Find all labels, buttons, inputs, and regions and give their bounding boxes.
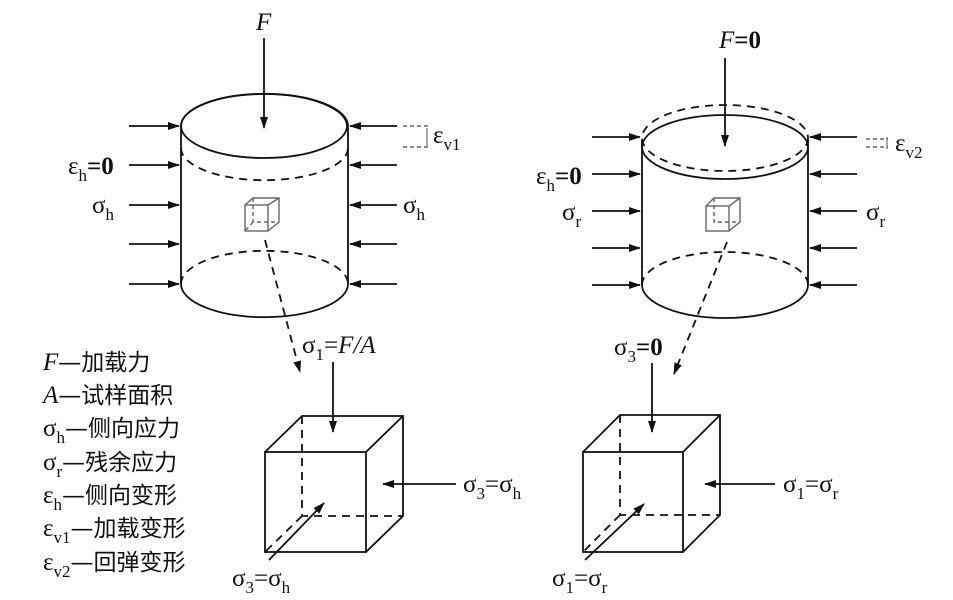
lateral-stress-right-label: σh — [403, 192, 425, 224]
unloading-stress-cube: σ3=0 σ1=σr σ1=σr — [552, 334, 839, 597]
sigma1-right-label: σ1=σr — [783, 471, 839, 503]
cylinder-bottom-front — [641, 284, 809, 319]
lateral-arrows-right — [349, 122, 397, 288]
zoom-pointer-arrow — [264, 239, 302, 373]
force-label: F — [255, 9, 272, 36]
loading-cylinder: F εh=0 σh σh εv1 — [68, 9, 461, 373]
lateral-strain-label: εh=0 — [68, 153, 114, 185]
residual-stress-right-label: σr — [866, 199, 885, 231]
cylinder-bottom-back-dashed — [180, 249, 349, 285]
lateral-arrows-right — [809, 133, 857, 289]
legend-item: σh—侧向应力 — [43, 415, 180, 447]
loading-stress-cube: σ1=F/A σ3=σh σ3=σh — [232, 332, 522, 597]
zoom-pointer-arrow — [673, 241, 728, 375]
sigma1-front-arrow — [584, 503, 645, 561]
sigma3-front-label: σ3=σh — [232, 565, 291, 597]
lateral-strain-label: εh=0 — [536, 163, 582, 195]
strain-indicator — [403, 125, 428, 148]
legend: F—加载力 A—试样面积 σh—侧向应力 σr—残余应力 εh—侧向变形 εv1… — [41, 349, 186, 581]
cylinder-compressed-top-dashed — [180, 147, 349, 182]
small-cube-icon — [705, 197, 741, 232]
small-cube-icon — [244, 197, 280, 232]
legend-item: εh—侧向变形 — [43, 482, 177, 514]
cylinder-bottom-front — [180, 283, 349, 319]
legend-item: A—试样面积 — [41, 382, 173, 409]
sigma3-right-label: σ3=σh — [463, 471, 522, 503]
lateral-arrows-left — [592, 133, 641, 289]
sigma3-label: σ3=0 — [614, 334, 663, 366]
sigma3-front-arrow — [268, 502, 325, 561]
sigma1-label: σ1=F/A — [302, 332, 376, 364]
sigma1-front-label: σ1=σr — [552, 565, 608, 597]
unloading-cylinder: F=0 εh=0 σr σr εv2 — [536, 27, 923, 375]
rebound-strain-label: εv2 — [895, 130, 923, 162]
lateral-stress-left-label: σh — [92, 192, 114, 224]
loading-strain-label: εv1 — [433, 122, 461, 154]
cylinder-bottom-back-dashed — [641, 251, 809, 286]
force-label: F=0 — [718, 27, 761, 54]
legend-item: εv2—回弹变形 — [43, 549, 186, 581]
lateral-arrows-left — [129, 122, 180, 288]
legend-item: σr—残余应力 — [43, 449, 177, 481]
strain-indicator — [866, 137, 888, 149]
residual-stress-left-label: σr — [562, 199, 581, 231]
legend-item: F—加载力 — [42, 349, 150, 376]
legend-item: εv1—加载变形 — [43, 515, 186, 547]
